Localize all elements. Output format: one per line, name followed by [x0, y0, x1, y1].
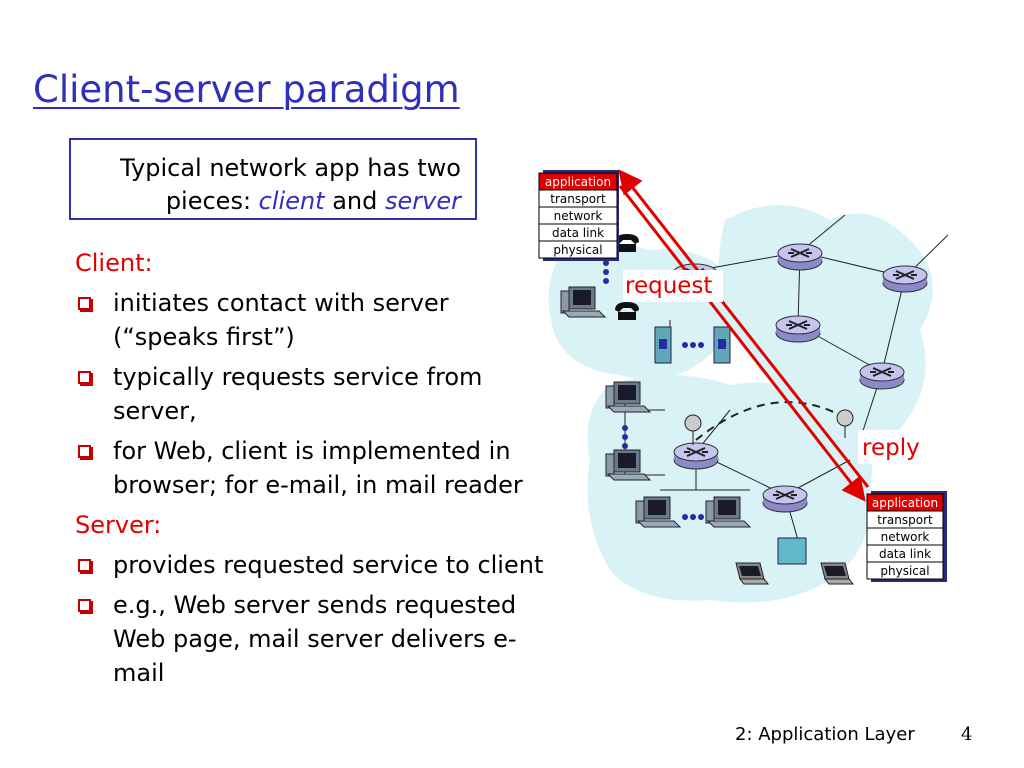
- router-icon: [762, 485, 808, 513]
- callout-line-2: pieces: client and server: [166, 187, 461, 215]
- satellite-dish-icon: [684, 414, 702, 445]
- layer-label: physical: [880, 564, 929, 578]
- client-protocol-stack: application transport network data link …: [538, 170, 619, 261]
- box-bullet-icon: [78, 445, 91, 458]
- server-protocol-stack: application transport network data link …: [866, 491, 947, 582]
- box-bullet-icon: [78, 371, 91, 384]
- callout-prefix: pieces:: [165, 187, 259, 215]
- wireless-link: [695, 401, 841, 441]
- router-icon: [775, 315, 821, 343]
- layer-label: network: [881, 530, 930, 544]
- wireless-base-station-icon: [777, 537, 807, 565]
- slide-title: Client-server paradigm: [33, 68, 460, 111]
- layer-label: physical: [553, 243, 602, 257]
- box-bullet-icon: [78, 599, 91, 612]
- reply-label-bg: [858, 430, 932, 464]
- request-arrow: [618, 185, 866, 502]
- bullet-item: provides requested service to client: [75, 548, 545, 582]
- bullet-item: typically requests service from server,: [75, 360, 545, 428]
- router-icon: [882, 265, 928, 293]
- reply-arrow: [618, 169, 870, 488]
- bullet-text: e.g., Web server sends requested Web pag…: [113, 591, 517, 687]
- bullet-text: provides requested service to client: [113, 551, 544, 579]
- layer-label: network: [554, 209, 603, 223]
- layer-label: application: [872, 496, 938, 510]
- client-heading: Client:: [75, 249, 153, 277]
- callout-line-1: Typical network app has two: [120, 154, 461, 182]
- summary-callout: Typical network app has two pieces: clie…: [69, 138, 477, 220]
- bullet-text: for Web, client is implemented in browse…: [113, 437, 523, 499]
- bullet-item: for Web, client is implemented in browse…: [75, 434, 545, 502]
- server-heading: Server:: [75, 511, 162, 539]
- layer-label: data link: [552, 226, 604, 240]
- footer-chapter: 2: Application Layer: [735, 724, 915, 745]
- page-number: 4: [961, 724, 973, 745]
- bullet-item: initiates contact with server (“speaks f…: [75, 286, 545, 354]
- satellite-dish-icon: [836, 409, 854, 438]
- server-rack-icon: [654, 326, 672, 364]
- client-term: client: [258, 187, 325, 215]
- bullet-item: e.g., Web server sends requested Web pag…: [75, 588, 545, 690]
- bullet-text: initiates contact with server (“speaks f…: [113, 289, 449, 351]
- router-icon: [777, 243, 823, 271]
- slide-body: Client: initiates contact with server (“…: [75, 246, 545, 696]
- box-bullet-icon: [78, 559, 91, 572]
- server-rack-icon: [713, 326, 731, 364]
- layer-label: transport: [877, 513, 933, 527]
- server-term: server: [385, 187, 461, 215]
- ellipsis-dots: [603, 260, 704, 520]
- network-diagram: application transport network data link …: [538, 169, 949, 603]
- and-word: and: [324, 187, 386, 215]
- layer-label: data link: [879, 547, 931, 561]
- layer-label: transport: [550, 192, 606, 206]
- layer-label: application: [545, 175, 611, 189]
- request-label: request: [625, 273, 712, 299]
- reply-label: reply: [862, 435, 920, 461]
- router-icon: [673, 442, 719, 470]
- router-icon: [859, 362, 905, 390]
- bullet-text: typically requests service from server,: [113, 363, 483, 425]
- box-bullet-icon: [78, 297, 91, 310]
- request-label-bg: [623, 270, 723, 302]
